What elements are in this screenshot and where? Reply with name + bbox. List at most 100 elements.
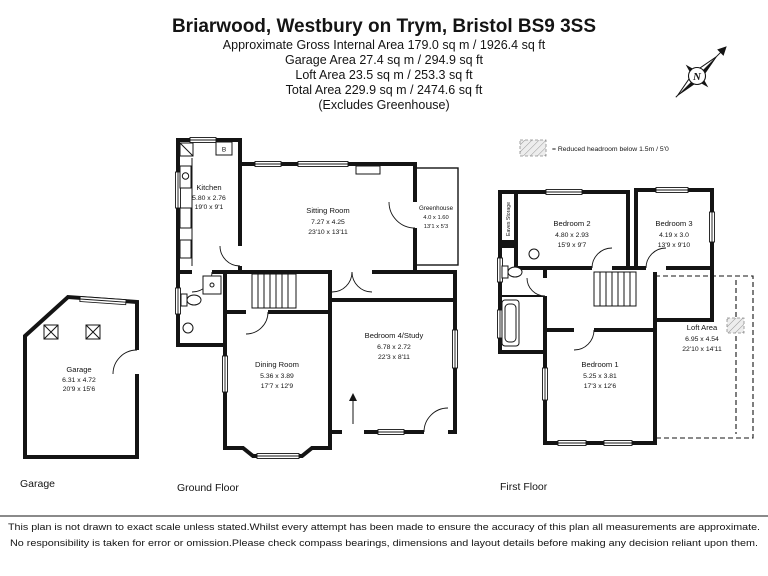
svg-text:Greenhouse: Greenhouse [419,205,454,212]
door-arc [388,201,416,229]
window [175,287,181,315]
bedroom1-walls [543,328,657,445]
svg-text:Sitting Room: Sitting Room [306,206,349,215]
reduced-headroom-area [726,317,745,334]
window [452,329,458,369]
toilet-icon [180,293,188,307]
kitchen-fixtures [179,142,194,266]
area-line-1: Approximate Gross Internal Area 179.0 sq… [223,38,546,52]
boiler-box: B [215,141,233,156]
door-opening [574,326,594,334]
window [256,453,300,459]
ground-floor-label: Ground Floor [177,482,239,494]
wc-fixtures [180,275,222,334]
bedroom1-room-label: Bedroom 1 5.25 x 3.81 17'3 x 12'6 [581,360,618,390]
sitting-room-label: Sitting Room 7.27 x 4.25 23'10 x 13'11 [306,206,349,236]
window [709,211,715,243]
area-line-2: Garage Area 27.4 sq m / 294.9 sq ft [285,53,484,67]
first-floor-label: First Floor [500,481,548,493]
hall-walls [223,270,332,314]
window [297,161,349,167]
svg-text:6.95 x 4.54: 6.95 x 4.54 [685,336,719,343]
svg-text:Bedroom 3: Bedroom 3 [655,219,692,228]
svg-text:5.80 x 2.76: 5.80 x 2.76 [192,195,226,202]
area-line-4: Total Area 229.9 sq m / 2474.6 sq ft [286,83,483,97]
loft-outline [654,275,754,439]
legend-text: = Reduced headroom below 1.5m / 5'0 [552,146,669,153]
door-arc [245,311,269,335]
door-arc [526,277,546,297]
door-arc [423,407,449,433]
svg-text:Loft Area: Loft Area [687,323,718,332]
door-arc [112,349,138,375]
svg-text:15'9 x 9'7: 15'9 x 9'7 [558,242,587,249]
svg-text:4.0 x 1.60: 4.0 x 1.60 [423,215,448,221]
footer: This plan is not drawn to exact scale un… [0,515,768,548]
window [377,429,405,435]
door-opening [412,202,418,228]
svg-text:5.25 x 3.81: 5.25 x 3.81 [583,373,617,380]
skylight-icon [85,324,101,340]
door-arc [573,329,595,351]
page-title: Briarwood, Westbury on Trym, Bristol BS9… [172,16,596,37]
disclaimer-line-1: This plan is not drawn to exact scale un… [8,521,760,532]
room-name: Garage [66,365,91,374]
ground-floor-plan: B Kitchen 5.80 x 2.76 19'0 x 9'1 Sitting… [175,137,459,459]
svg-text:Bedroom 2: Bedroom 2 [553,219,590,228]
sitting-room-walls [238,162,417,274]
garage-plan: Garage 6.31 x 4.72 20'9 x 15'6 [23,294,140,459]
fireplace [355,165,381,175]
entrance-arrow-icon [342,393,364,436]
window [557,440,587,446]
svg-text:22'10 x 14'11: 22'10 x 14'11 [682,346,722,353]
garage-walls [23,294,139,459]
svg-text:Kitchen: Kitchen [196,183,221,192]
svg-text:Bedroom 1: Bedroom 1 [581,360,618,369]
window [254,161,282,167]
door-arc [591,247,613,269]
window [545,189,583,195]
door-opening [592,264,612,272]
door-arc [351,271,373,293]
compass-rose-icon: N [675,46,727,98]
bathroom-fixtures [501,248,540,347]
greenhouse-room-label: Greenhouse 4.0 x 1.60 13'1 x 5'3 [419,205,454,230]
stairs [593,271,637,307]
eaves-right-walls [653,266,714,322]
compass-hub [687,66,707,86]
compass-north-label: N [692,71,702,83]
svg-text:23'10 x 13'11: 23'10 x 13'11 [308,229,348,236]
door-arc [645,247,667,269]
svg-text:6.78 x 2.72: 6.78 x 2.72 [377,344,411,351]
disclaimer-line-2: No responsibility is taken for error or … [10,537,758,548]
basin-icon [528,248,540,260]
kitchen-room-label: Kitchen 5.80 x 2.76 19'0 x 9'1 [192,183,226,211]
svg-text:22'3 x 8'11: 22'3 x 8'11 [378,354,410,361]
door-opening [134,350,140,374]
bedroom3-room-label: Bedroom 3 4.19 x 3.0 13'9 x 9'10 [655,219,692,249]
window [222,355,228,393]
area-line-3: Loft Area 23.5 sq m / 253.3 sq ft [295,68,473,82]
svg-text:Bedroom 4/Study: Bedroom 4/Study [365,331,424,340]
bedroom4-walls [328,298,457,434]
svg-text:4.80 x 2.93: 4.80 x 2.93 [555,232,589,239]
legend-swatch [519,139,547,157]
eaves-storage-label: Eaves Storage [506,202,512,236]
door-opening [246,308,268,316]
header: Briarwood, Westbury on Trym, Bristol BS9… [172,16,596,112]
door-opening [192,268,212,276]
window [542,367,548,401]
svg-text:13'1 x 5'3: 13'1 x 5'3 [424,224,448,230]
counter-unit [179,239,192,259]
window [175,171,181,209]
skylight-icon [43,324,59,340]
svg-text:5.36 x 3.89: 5.36 x 3.89 [260,373,294,380]
dining-room-label: Dining Room 5.36 x 3.89 17'7 x 12'9 [255,360,299,390]
svg-text:7.27 x 4.25: 7.27 x 4.25 [311,219,345,226]
toilet-icon [501,265,509,279]
window [189,137,217,143]
hob-unit [179,207,192,229]
boiler-label: B [222,147,226,154]
svg-text:Dining Room: Dining Room [255,360,299,369]
